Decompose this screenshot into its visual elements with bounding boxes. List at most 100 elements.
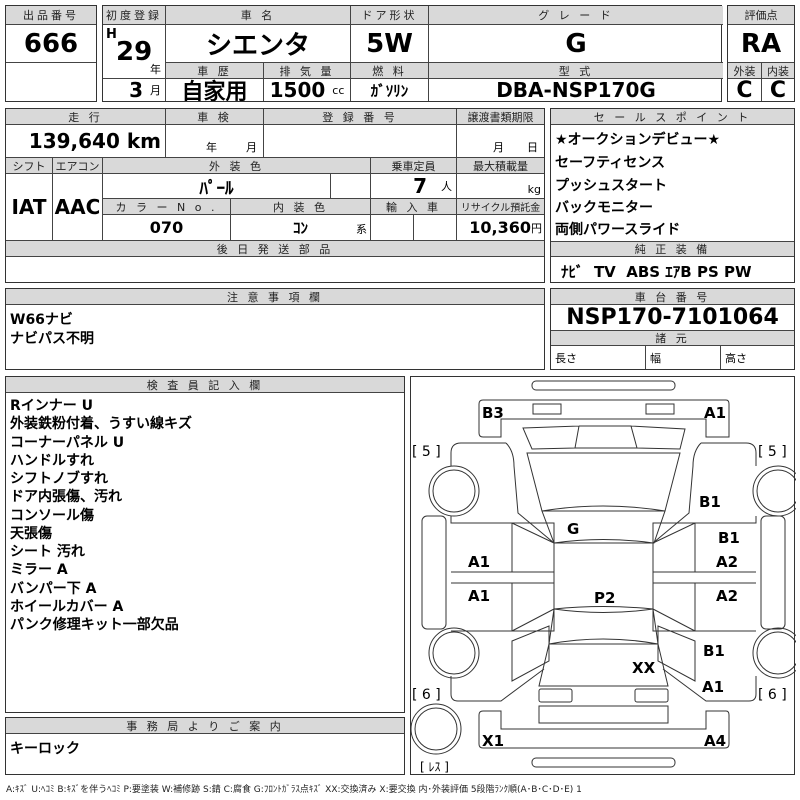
- ext-color: ﾊﾟｰﾙ: [103, 174, 331, 199]
- capacity-unit: 人: [441, 180, 452, 193]
- int-color: ｺﾝ: [292, 219, 308, 237]
- office-note: キーロック: [10, 741, 80, 757]
- first-reg-month: 3: [129, 79, 144, 101]
- import-no: [414, 215, 457, 241]
- mark-r-rear-corner: A1: [702, 678, 724, 696]
- tread-fl: [ 5 ]: [412, 444, 441, 460]
- mark-l-rear-bumper: X1: [482, 732, 504, 750]
- chassis-label: 車 台 番 号: [551, 289, 794, 305]
- mileage-label: 走 行: [6, 109, 166, 125]
- headlamps: [522, 425, 686, 450]
- mark-r-rear-door: A2: [716, 587, 738, 605]
- door-label: ドア形状: [351, 6, 429, 25]
- transfer-label: 譲渡書類期限: [457, 109, 544, 125]
- int-color-unit: 系: [356, 223, 367, 236]
- transfer-day-unit: 日: [527, 141, 538, 154]
- import-label: 輸 入 車: [371, 199, 457, 215]
- chassis-box: 車 台 番 号 NSP170-7101064 諸 元 長さ 幅 高さ: [550, 288, 795, 370]
- notes-label: 注 意 事 項 欄: [6, 289, 544, 305]
- model-label: 型 式: [429, 63, 723, 79]
- left-mirror-strip: [421, 515, 447, 630]
- capacity: 7: [413, 174, 428, 198]
- rear-bumper: [478, 710, 730, 749]
- lot-label: 出品番号: [6, 6, 96, 25]
- width: 幅: [646, 346, 721, 369]
- windshield: [541, 505, 666, 544]
- inspector-item: コンソール傷: [10, 507, 94, 524]
- note: W66ナビ: [10, 312, 73, 328]
- inspector-item: ホイールカバー A: [10, 598, 124, 615]
- inspection-month-unit: 月: [246, 141, 257, 154]
- displacement-unit: cc: [332, 83, 345, 97]
- inspector-item: ドア内張傷、汚れ: [10, 489, 122, 506]
- first-reg-year: 29: [116, 37, 153, 67]
- transfer-month-unit: 月: [493, 141, 504, 154]
- inspector-item: シフトノブすれ: [10, 471, 108, 487]
- first-reg-month-cell: 3 月: [103, 79, 166, 101]
- month-unit: 月: [150, 84, 161, 97]
- office-box: 事 務 局 よ り ご 案 内 キーロック: [5, 717, 405, 775]
- inspector-item: シート 汚れ: [10, 544, 85, 560]
- sales-point: 両側パワースライド: [555, 222, 681, 238]
- score-box: 評価点 RA 外装 内装 C C: [727, 5, 795, 102]
- recycle-label: リサイクル預託金: [457, 199, 544, 215]
- car-name-label: 車 名: [166, 6, 351, 25]
- int-score: C: [769, 79, 787, 101]
- grade: G: [429, 25, 723, 63]
- right-doors: [652, 522, 756, 632]
- score-label: 評価点: [728, 6, 794, 25]
- mark-windshield: G: [567, 520, 579, 538]
- capacity-cell: 7 人: [371, 174, 457, 199]
- reg-no-label: 登 録 番 号: [264, 109, 457, 125]
- rear-lamp-left: [538, 688, 573, 703]
- mark-r-rear-bumper: A4: [704, 732, 726, 750]
- shift: IAT: [6, 174, 53, 241]
- inspector-item: Rインナー U: [10, 398, 94, 414]
- color-no-label: カ ラ ー N o .: [103, 199, 231, 215]
- tread-fr: [ 5 ]: [758, 444, 787, 460]
- ac-label: エアコン: [53, 158, 103, 174]
- notes-box: 注 意 事 項 欄 W66ナビ ナビパス不明: [5, 288, 545, 370]
- transfer-deadline: 月日: [457, 125, 544, 158]
- mark-r-front-door-top: B1: [718, 529, 740, 547]
- model-code: DBA-NSP170G: [496, 79, 656, 101]
- front-lamp-left: [532, 403, 562, 415]
- front-bumper: [478, 399, 730, 438]
- import-yes: [371, 215, 414, 241]
- mark-r-front-door: A2: [716, 553, 738, 571]
- chassis-number: NSP170-7101064: [551, 305, 794, 331]
- details-box: 走 行 車 検 登 録 番 号 譲渡書類期限 139,640 km 年月 月日 …: [5, 108, 545, 283]
- spare-tire: [ ﾚｽ ]: [420, 760, 449, 774]
- right-mirror-strip: [760, 515, 786, 630]
- mark-l-rear-door: A1: [468, 587, 490, 605]
- shift-label: シフト: [6, 158, 53, 174]
- mark-l-front-door: A1: [468, 553, 490, 571]
- tread-rr: [ 6 ]: [758, 687, 787, 703]
- sales-points-label: セ ー ル ス ポ イ ン ト: [551, 109, 794, 125]
- damage-diagram: B3 A1 B1 G B1 A1 A2 A1 A2 P2 B1 XX A1 X1…: [410, 376, 796, 775]
- height: 高さ: [725, 351, 747, 365]
- sales-point: セーフティセンス: [555, 155, 666, 171]
- int-score-label: 内装: [762, 63, 794, 79]
- right-rear-fender: [657, 625, 757, 702]
- fuel: ｶﾞｿﾘﾝ: [351, 79, 429, 101]
- sales-points-box: セ ー ル ス ポ イ ン ト ★オークションデビュー★ セーフティセンス プッ…: [550, 108, 795, 283]
- recycle-unit: 円: [531, 221, 542, 235]
- sales-point: バックモニター: [555, 200, 653, 216]
- ext-color-extra: [331, 174, 371, 199]
- year-unit: 年: [150, 63, 161, 76]
- later-parts-label: 後 日 発 送 部 品: [6, 241, 544, 257]
- fuel-label: 燃 料: [351, 63, 429, 79]
- ext-score: C: [728, 79, 762, 101]
- max-load-label: 最大積載量: [457, 158, 544, 174]
- door-type: 5W: [351, 25, 429, 63]
- score: RA: [728, 25, 794, 63]
- mark-fl-bumper: B3: [482, 404, 504, 422]
- grade-label: グ レ ー ド: [429, 6, 723, 25]
- color-no: 070: [103, 215, 231, 241]
- rear-lamp-right: [634, 688, 669, 703]
- inspector-label: 検 査 員 記 入 欄: [6, 377, 404, 393]
- reg-no: [264, 125, 457, 158]
- note: ナビパス不明: [10, 331, 94, 347]
